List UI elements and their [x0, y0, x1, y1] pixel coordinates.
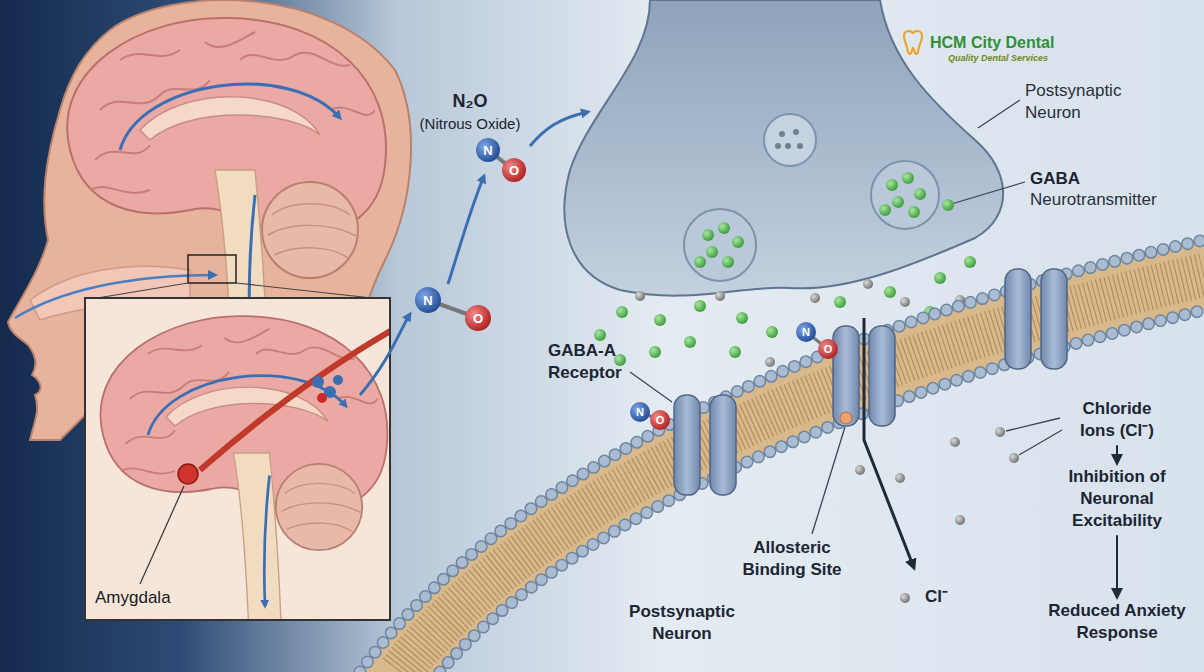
step-text: Inhibition of Neuronal Excitability — [1042, 466, 1192, 532]
structure-label: Neurotransmitter — [1030, 189, 1157, 211]
structure-label: GABA-A Receptor — [548, 340, 638, 384]
formula-name: (Nitrous Oxide) — [420, 114, 521, 134]
atom-letter: N — [630, 407, 650, 418]
ion-label: Cl⁻ — [925, 586, 948, 608]
atom-letter: O — [818, 344, 838, 355]
flow-arrow — [1116, 535, 1118, 597]
flow-step: Reduced Anxiety Response — [1035, 600, 1200, 644]
flow-step: Inhibition of Neuronal Excitability — [1042, 466, 1192, 532]
structure-label: GABA — [1030, 168, 1080, 190]
step-text: Chloride Ions (Cl⁻) — [1065, 398, 1170, 442]
atom-letter: N — [796, 327, 816, 338]
region-label: Amygdala — [95, 587, 171, 609]
formula-label: N₂O — [453, 90, 488, 113]
logo-text: HCM City Dental — [930, 33, 1054, 54]
logo-tagline: Quality Dental Services — [948, 53, 1048, 65]
structure-label: Postsynaptic Neuron — [612, 601, 752, 645]
structure-label: Postsynaptic Neuron — [1025, 80, 1140, 124]
atom-letter: N — [478, 144, 498, 157]
atom-letter: N — [418, 294, 438, 307]
flow-arrow — [1116, 445, 1118, 463]
atom-letter: O — [504, 164, 524, 177]
structure-label: Allosteric Binding Site — [736, 537, 848, 581]
atom-letter: O — [650, 415, 670, 426]
flow-step: Chloride Ions (Cl⁻) — [1065, 398, 1170, 442]
step-text: Reduced Anxiety Response — [1035, 600, 1200, 644]
atom-letter: O — [468, 312, 488, 325]
